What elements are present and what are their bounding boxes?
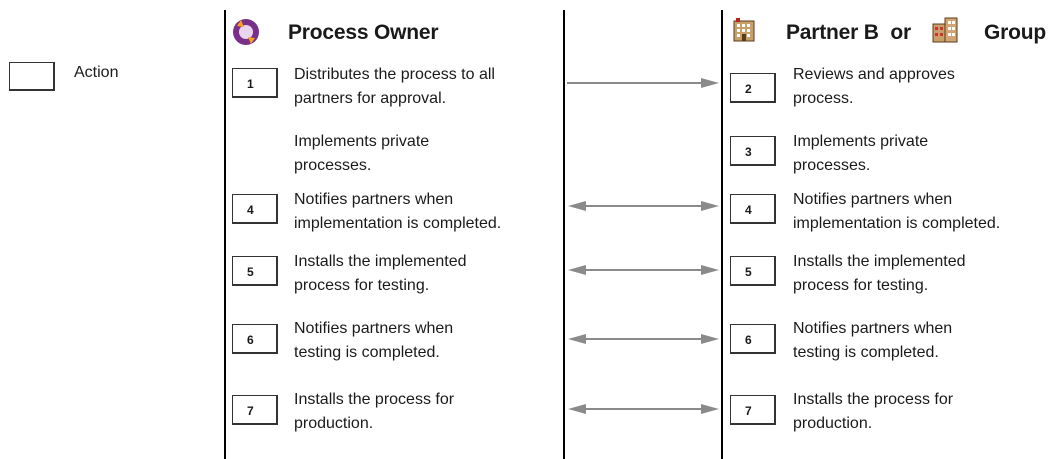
partner-column-left-line bbox=[721, 10, 723, 459]
owner-column-left-line bbox=[224, 10, 226, 459]
partner-step-7-text: Installs the process for production. bbox=[793, 391, 954, 432]
arrowhead-right-step-5 bbox=[701, 265, 719, 275]
owner-step-6-number: 6 bbox=[247, 333, 254, 347]
partner-title: Partner B or bbox=[786, 21, 911, 45]
owner-step-2-text: Implements private processes. bbox=[294, 133, 430, 174]
partner-title-group: Group bbox=[984, 21, 1046, 44]
owner-step-1-number: 1 bbox=[247, 77, 254, 91]
owner-step-4-number: 4 bbox=[247, 203, 254, 217]
partner-step-6-number: 6 bbox=[745, 333, 752, 347]
partner-step-6-box: 6 bbox=[730, 324, 776, 354]
legend-action-box bbox=[9, 62, 55, 91]
partner-step-2-number: 2 bbox=[745, 82, 752, 96]
partner-step-7-number: 7 bbox=[745, 404, 752, 418]
partner-title-or: or bbox=[890, 21, 911, 44]
group-buildings-icon bbox=[931, 16, 959, 44]
arrowhead-step-1-to-2 bbox=[701, 78, 719, 88]
partner-step-5-text: Installs the implemented process for tes… bbox=[793, 253, 966, 294]
owner-step-6-box: 6 bbox=[232, 324, 278, 354]
owner-step-7-number: 7 bbox=[247, 404, 254, 418]
arrowhead-left-step-6 bbox=[568, 334, 586, 344]
partner-step-7-box: 7 bbox=[730, 395, 776, 425]
owner-step-5-number: 5 bbox=[247, 265, 254, 279]
owner-step-4-box: 4 bbox=[232, 194, 278, 224]
arrowhead-left-step-4 bbox=[568, 201, 586, 211]
arrowhead-left-step-5 bbox=[568, 265, 586, 275]
partner-step-5-box: 5 bbox=[730, 256, 776, 286]
owner-step-7-text: Installs the process for production. bbox=[294, 391, 455, 432]
owner-step-1-text: Distributes the process to all partners … bbox=[294, 66, 495, 107]
partner-title-partner: Partner B bbox=[786, 21, 879, 44]
owner-step-6-text: Notifies partners when testing is comple… bbox=[294, 320, 454, 361]
arrowhead-left-step-7 bbox=[568, 404, 586, 414]
partner-step-3-box: 3 bbox=[730, 136, 776, 166]
partner-step-2-box: 2 bbox=[730, 73, 776, 103]
arrowhead-right-step-7 bbox=[701, 404, 719, 414]
process-owner-icon bbox=[231, 17, 261, 47]
owner-step-7-box: 7 bbox=[232, 395, 278, 425]
legend-action-label: Action bbox=[74, 64, 119, 81]
partner-step-2-text: Reviews and approves process. bbox=[793, 66, 955, 107]
process-owner-title: Process Owner bbox=[288, 21, 439, 44]
partner-step-6-text: Notifies partners when testing is comple… bbox=[793, 320, 953, 361]
partner-building-icon bbox=[733, 18, 755, 42]
partner-step-4-text: Notifies partners when implementation is… bbox=[793, 191, 1001, 232]
arrowhead-right-step-4 bbox=[701, 201, 719, 211]
partner-step-4-number: 4 bbox=[745, 203, 752, 217]
partner-step-5-number: 5 bbox=[745, 265, 752, 279]
partner-step-4-box: 4 bbox=[730, 194, 776, 224]
owner-step-5-box: 5 bbox=[232, 256, 278, 286]
owner-step-1-box: 1 bbox=[232, 68, 278, 98]
partner-step-3-text: Implements private processes. bbox=[793, 133, 929, 174]
owner-step-5-text: Installs the implemented process for tes… bbox=[294, 253, 467, 294]
owner-column-right-line bbox=[563, 10, 565, 459]
arrowhead-right-step-6 bbox=[701, 334, 719, 344]
partner-step-3-number: 3 bbox=[745, 145, 752, 159]
owner-step-4-text: Notifies partners when implementation is… bbox=[294, 191, 502, 232]
